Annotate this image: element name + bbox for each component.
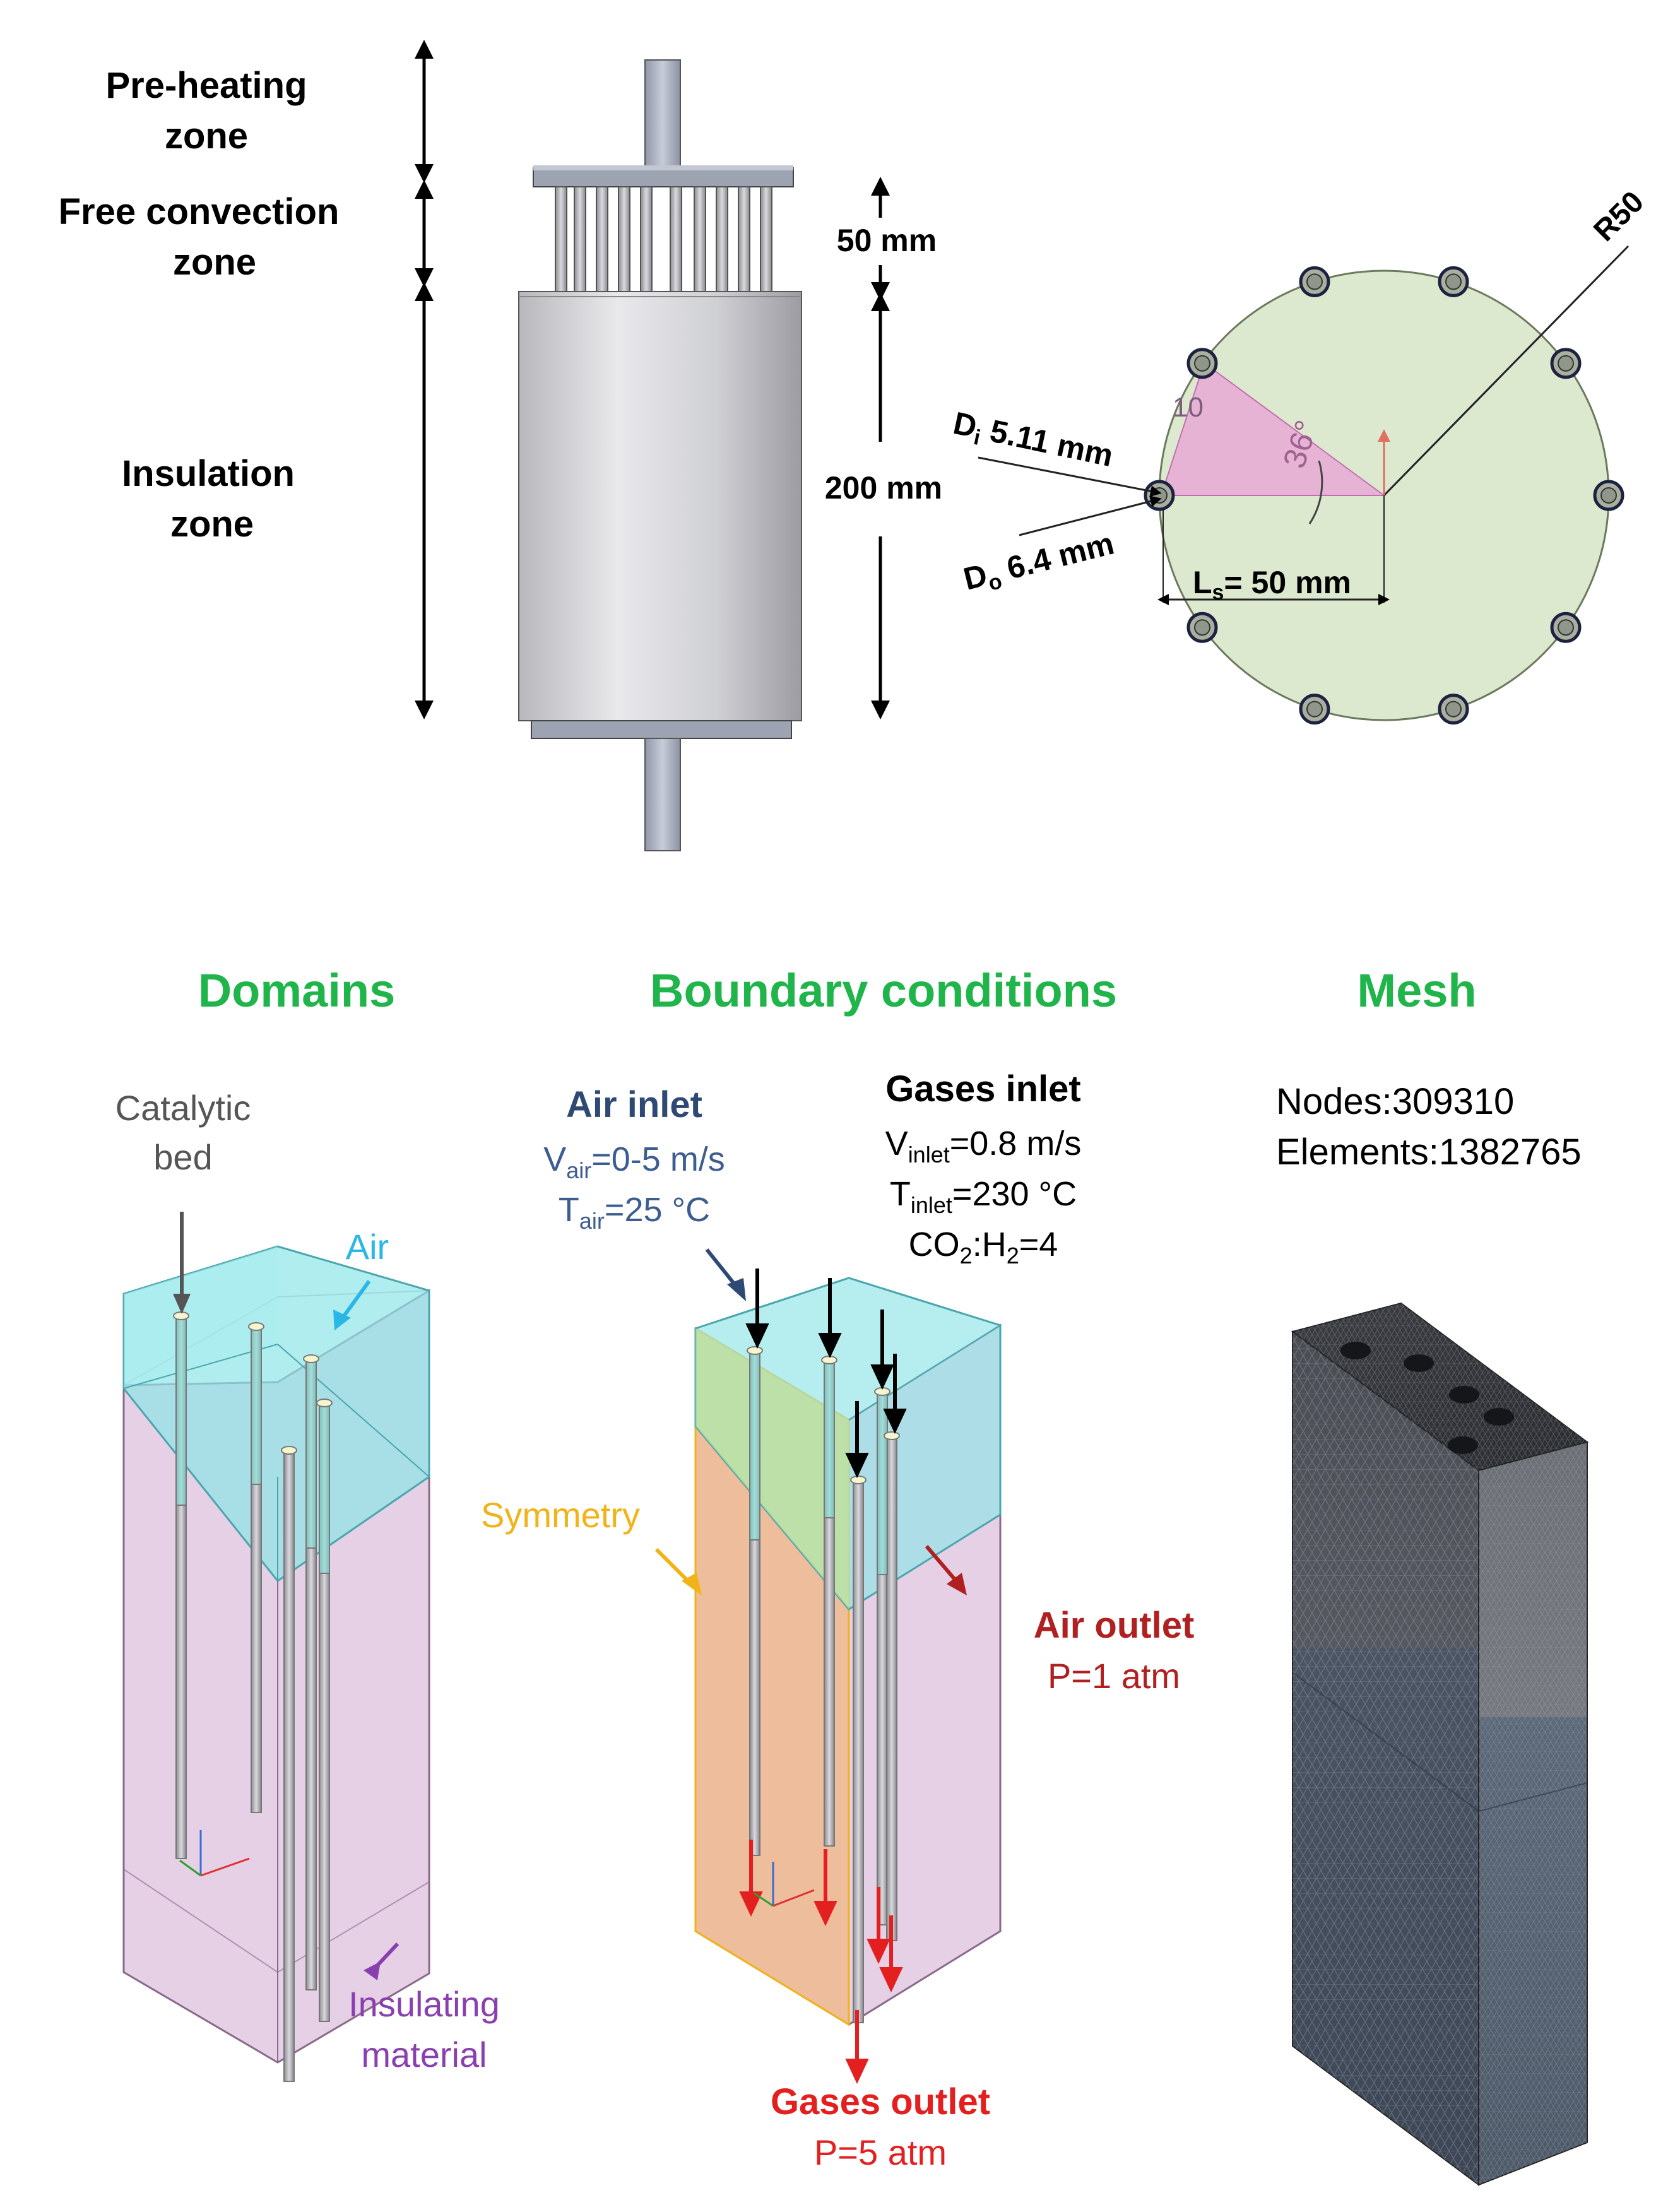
zone-labels: Pre-heating zone Free convection zone In… [59, 65, 340, 545]
domains-tubes [173, 1311, 333, 2082]
tube-hole-inner [1193, 355, 1210, 372]
exposed-tubes [555, 186, 772, 293]
gases-inlet-title: Gases inlet [885, 1068, 1080, 1109]
cross-section: 36° 10 R50 Ls= 50 mm Di 5.11 mm Do 6.4 m… [949, 185, 1650, 725]
label-preheating-zone: Pre-heating [105, 65, 307, 106]
dim-200mm: 200 mm [825, 470, 942, 506]
label-catalytic-bed: Catalytic [115, 1088, 251, 1128]
domains-panel: Catalytic bed Air Insulating material [115, 1088, 500, 2082]
label-air: Air [346, 1227, 389, 1267]
mesh-nodes: Nodes:309310 [1276, 1081, 1514, 1122]
tube-hole-inner [1558, 355, 1575, 372]
di-label: Di 5.11 mm [949, 405, 1116, 478]
tube-hole-inner [1306, 701, 1323, 718]
tube-hole-inner [1600, 487, 1617, 504]
label-catalytic-bed-2: bed [153, 1137, 212, 1177]
gases-outlet-title: Gases outlet [771, 2081, 990, 2122]
title-mesh: Mesh [1357, 964, 1476, 1017]
gases-outlet-pressure: P=5 atm [814, 2132, 947, 2172]
mesh-elements: Elements:1382765 [1276, 1132, 1582, 1173]
mesh-panel: Nodes:309310 Elements:1382765 [1276, 1081, 1589, 2186]
air-inlet-title: Air inlet [566, 1084, 702, 1125]
gas-inlet-arrows [745, 1269, 907, 1479]
label-insulation-zone-2: zone [170, 504, 254, 545]
title-domains: Domains [198, 964, 396, 1017]
air-outlet-title: Air outlet [1034, 1605, 1195, 1646]
label-insulation-zone: Insulation [122, 453, 295, 494]
tube-hole-inner [1445, 701, 1462, 718]
gases-inlet-temperature: Tinlet=230 °C [890, 1175, 1077, 1218]
bc-tubes [747, 1346, 900, 2023]
label-insulating-material-2: material [361, 2035, 487, 2074]
radius-label: R50 [1587, 185, 1650, 248]
tube-hole-inner [1193, 619, 1210, 636]
label-free-convection-zone-2: zone [173, 242, 256, 283]
gases-inlet-ratio: CO2:H2=4 [909, 1226, 1058, 1269]
air-outlet-pressure: P=1 atm [1048, 1656, 1180, 1696]
tube-hole-inner [1306, 273, 1323, 290]
ten-label: 10 [1173, 392, 1204, 423]
label-free-convection-zone: Free convection [59, 191, 340, 232]
dim-50mm: 50 mm [837, 223, 937, 258]
label-preheating-zone-2: zone [165, 115, 248, 157]
mesh-tube-holes [1340, 1342, 1514, 1454]
tube-hole-inner [1558, 619, 1575, 636]
air-inlet-velocity: Vair=0-5 m/s [543, 1140, 725, 1183]
air-inlet-temperature: Tair=25 °C [559, 1191, 710, 1234]
title-boundary-conditions: Boundary conditions [650, 964, 1117, 1017]
symmetry-label: Symmetry [481, 1495, 640, 1535]
gas-outlet-arrows [739, 1840, 903, 2085]
ls-label: Ls= 50 mm [1193, 565, 1351, 605]
boundary-panel: Air inlet Vair=0-5 m/s Tair=25 °C Gases … [481, 1068, 1194, 2172]
do-label: Do 6.4 mm [960, 526, 1118, 601]
symmetry-sector [1160, 362, 1387, 496]
section-titles: Domains Boundary conditions Mesh [198, 964, 1477, 1017]
axis-triad [179, 1830, 250, 1877]
reactor-model [518, 59, 802, 851]
label-insulating-material: Insulating [348, 1984, 500, 2024]
gases-inlet-velocity: Vinlet=0.8 m/s [885, 1125, 1082, 1168]
tube-hole-inner [1445, 273, 1462, 290]
